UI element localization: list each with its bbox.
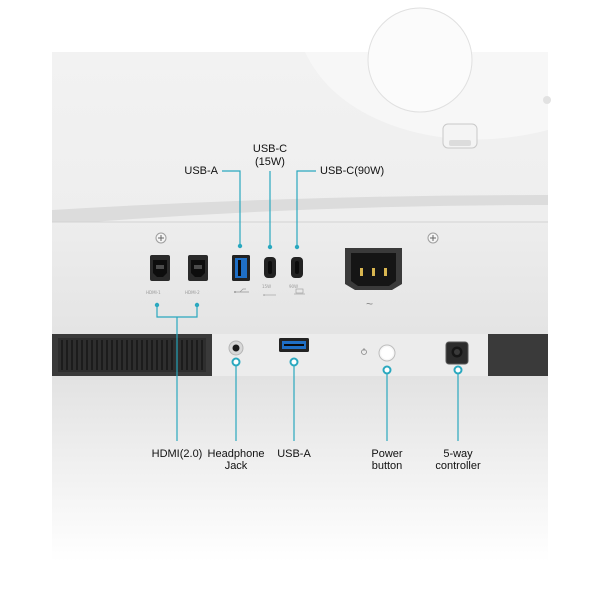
usb-c-90w-port xyxy=(291,257,303,278)
label-hdmi: HDMI(2.0) xyxy=(151,448,203,460)
usb-c-15w-marking: 15W xyxy=(262,284,272,289)
hdmi-2-marking: HDMI-2 xyxy=(185,290,200,295)
label-power-line1: Power xyxy=(371,448,403,460)
power-button xyxy=(378,344,396,362)
usb-a-port-top xyxy=(232,255,250,281)
label-controller-line2: controller xyxy=(435,460,481,472)
screw-left xyxy=(155,232,167,244)
five-way-controller xyxy=(445,341,469,365)
power-led-icon xyxy=(361,348,367,355)
label-usb-a-bottom: USB-A xyxy=(277,448,311,460)
callout-dots xyxy=(154,243,463,375)
label-usb-c-15w-line2: (15W) xyxy=(255,156,285,168)
label-usb-a-top: USB-A xyxy=(184,165,218,177)
usb-symbol-icon-2 xyxy=(263,294,276,296)
label-controller-line1: 5-way xyxy=(443,448,473,460)
hdmi-1-marking: HDMI-1 xyxy=(146,290,161,295)
headphone-jack xyxy=(228,340,244,356)
ac-symbol: ~ xyxy=(366,297,374,311)
usb-symbol-icon xyxy=(234,288,249,293)
control-strip xyxy=(212,334,488,376)
label-usb-c-15w-line1: USB-C xyxy=(252,143,288,155)
hdmi-port-1 xyxy=(150,255,170,281)
ac-power-inlet xyxy=(345,248,402,290)
label-power-line2: button xyxy=(371,460,403,472)
io-panel xyxy=(52,222,548,334)
label-headphone-line2: Jack xyxy=(224,460,248,472)
laptop-icon xyxy=(294,288,305,295)
usb-c-90w-marking: 90W xyxy=(289,284,299,289)
label-headphone-line1: Headphone xyxy=(207,448,265,460)
hdmi-port-2 xyxy=(188,255,208,281)
usb-c-15w-port xyxy=(264,257,276,278)
screw-right xyxy=(427,232,439,244)
label-usb-c-90w: USB-C(90W) xyxy=(320,165,385,177)
usb-a-port-bottom xyxy=(279,338,309,352)
